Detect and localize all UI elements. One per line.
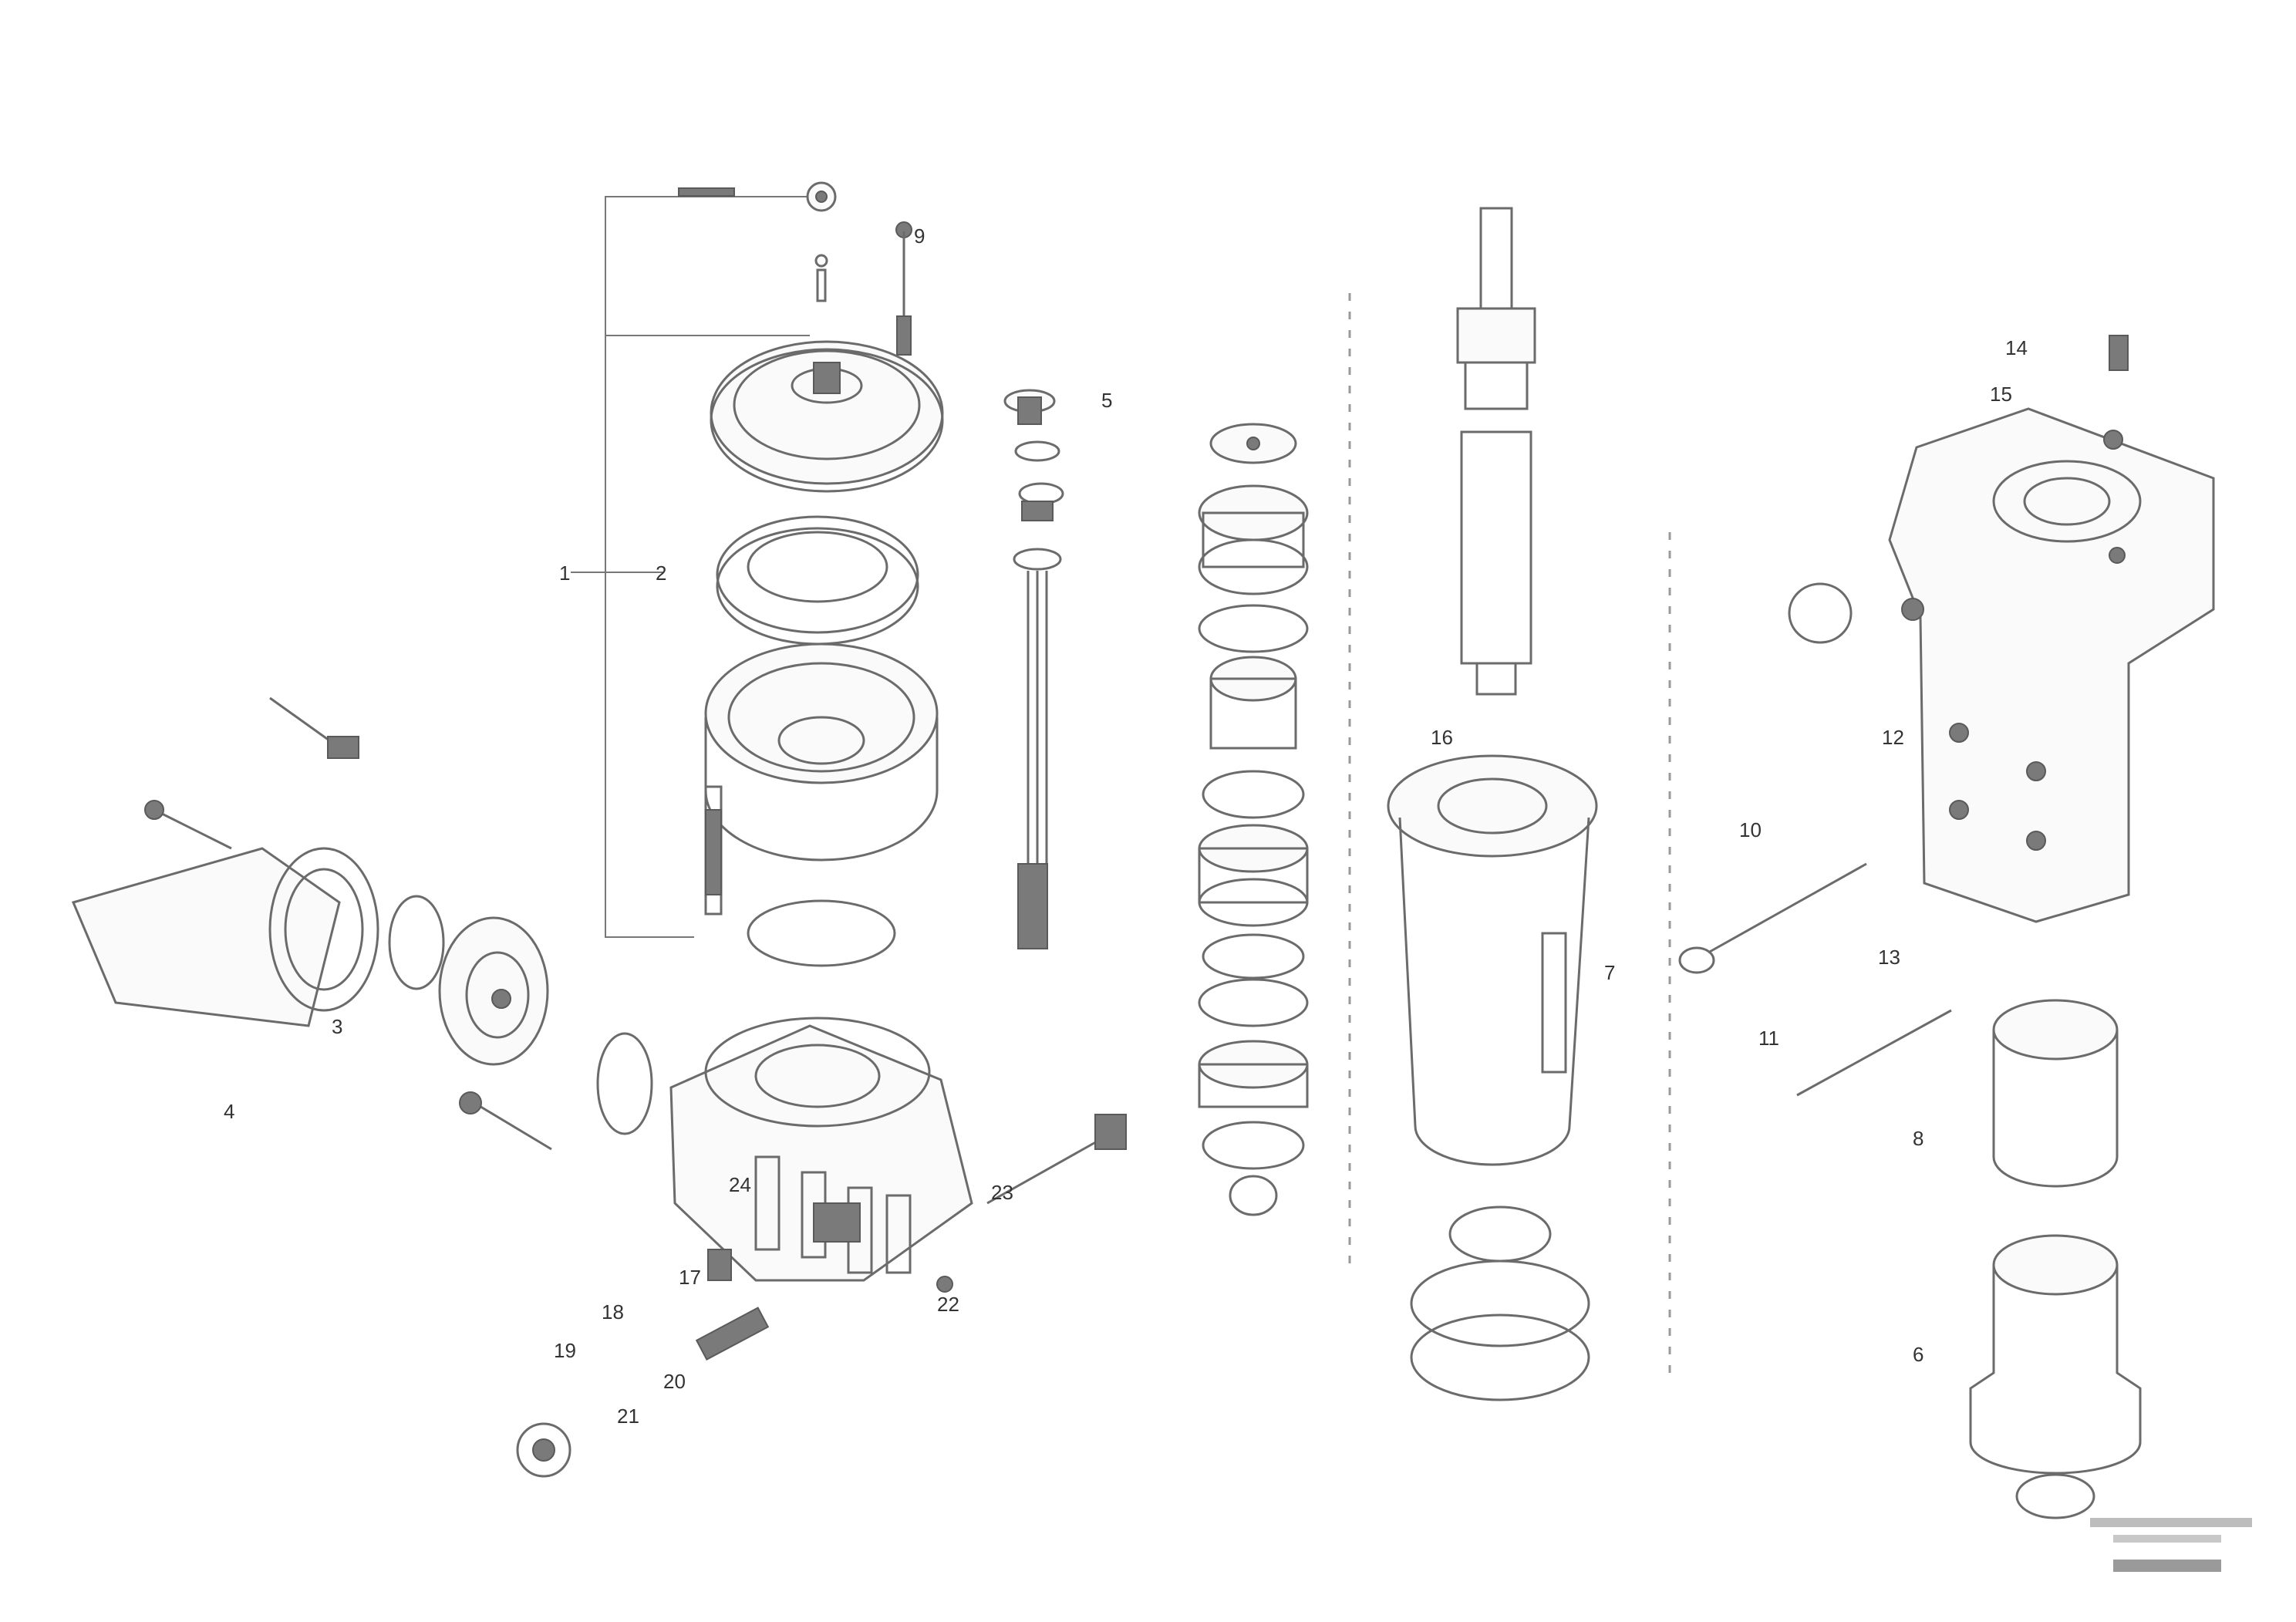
o-ring (747, 899, 896, 967)
callout-label: 7 (1604, 961, 1615, 984)
callout-label: 16 (1431, 726, 1453, 749)
bolt (895, 221, 912, 356)
callout-label: 18 (602, 1300, 624, 1324)
plain-ring (716, 515, 919, 646)
callout-label: 17 (679, 1266, 701, 1289)
callout-label: 11 (1758, 1027, 1779, 1050)
lower-toothed-ring (704, 642, 939, 862)
callout-label: 9 (914, 224, 925, 248)
callout-label: 21 (617, 1404, 639, 1428)
callout-label: 5 (1101, 389, 1112, 412)
ring-gear-assembly (571, 181, 944, 967)
callout-label: 10 (1739, 818, 1762, 841)
valve-housing (516, 1017, 1127, 1478)
pin (816, 268, 827, 302)
callout-label: 3 (332, 1015, 342, 1038)
callout-label: 22 (937, 1293, 959, 1316)
control-valve-block (1678, 335, 2215, 1519)
callout-label: 8 (1913, 1127, 1923, 1150)
o-ring-small (596, 1032, 653, 1135)
callout-label: 19 (554, 1339, 576, 1362)
callout-label: 1 (559, 561, 570, 585)
long-tie-bolt (1003, 389, 1064, 949)
upper-toothed-ring (710, 340, 944, 493)
callouts: 1 2 5 9 3 4 7 10 11 8 6 12 13 14 15 16 1… (224, 224, 2028, 1428)
callout-label: 2 (656, 561, 666, 585)
callout-label: 23 (991, 1181, 1013, 1204)
callout-label: 24 (729, 1173, 751, 1196)
callout-label: 12 (1882, 726, 1904, 749)
rotor-shaft-assembly (1387, 207, 1598, 1401)
side-cover-assembly (71, 696, 552, 1151)
reference-stamp (2090, 1518, 2252, 1572)
callout-label: 4 (224, 1100, 234, 1123)
callout-label: 14 (2005, 336, 2028, 359)
callout-label: 6 (1913, 1343, 1923, 1366)
bearing-stack (1198, 423, 1309, 1216)
callout-label: 13 (1878, 946, 1900, 969)
callout-label: 20 (663, 1370, 686, 1393)
callout-label: 15 (1990, 383, 2012, 406)
